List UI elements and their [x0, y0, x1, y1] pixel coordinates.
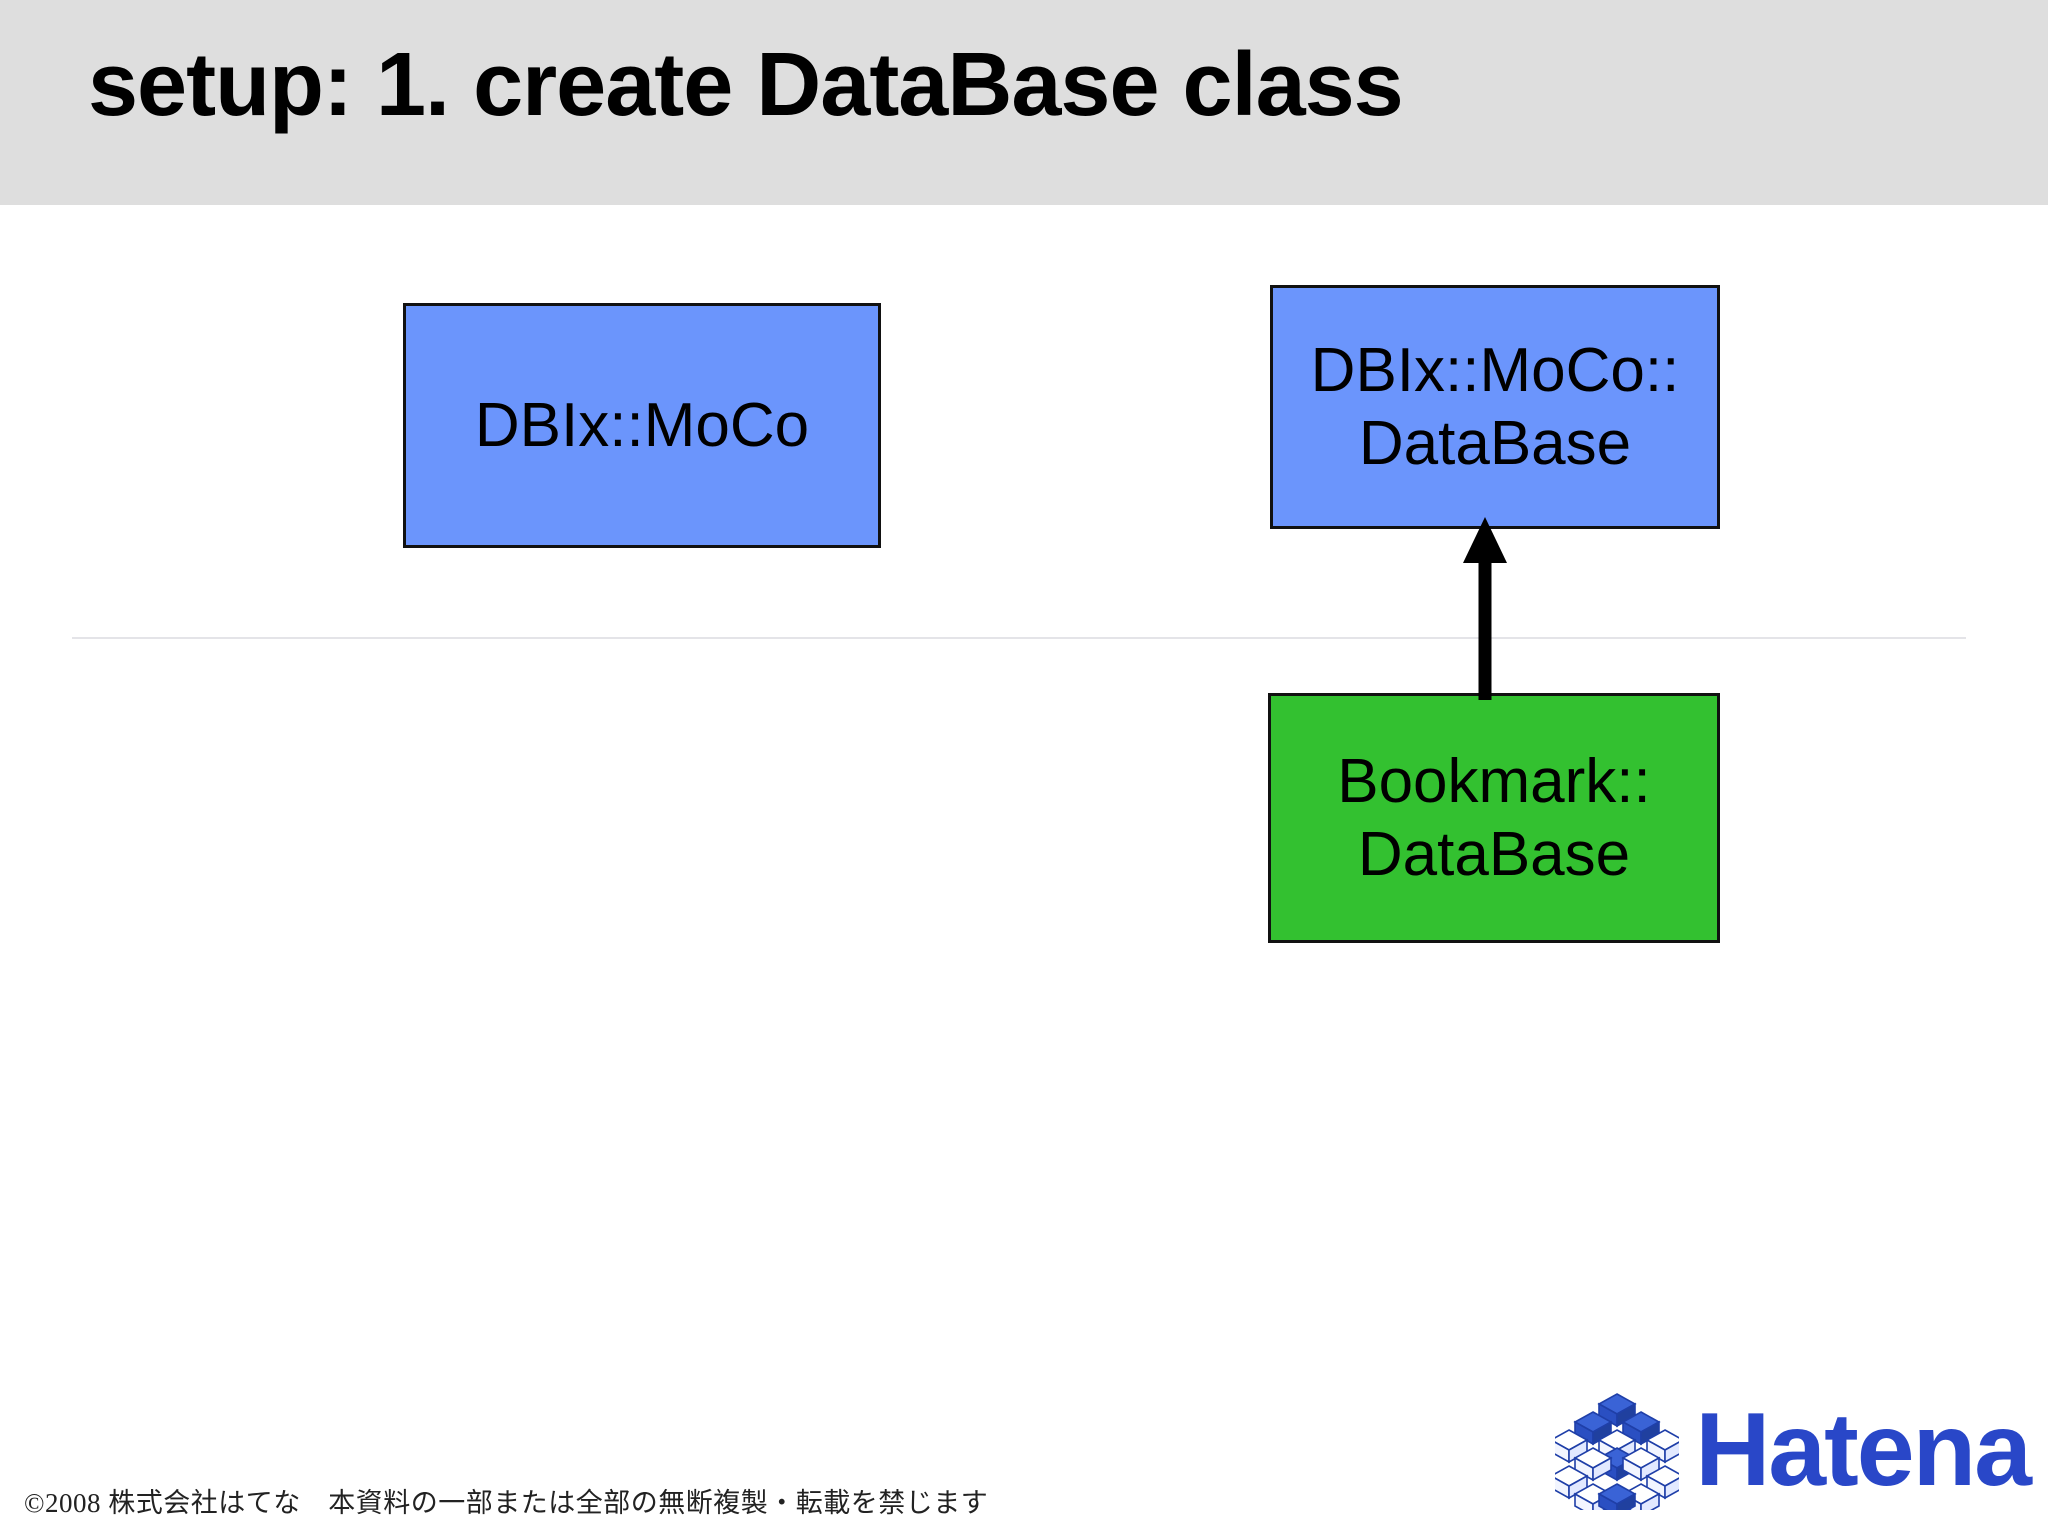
- class-diagram: DBIx::MoCo DBIx::MoCo:: DataBase Bookmar…: [0, 205, 2048, 1395]
- slide-header-band: setup: 1. create DataBase class: [0, 0, 2048, 205]
- hatena-wordmark: Hatena: [1695, 1392, 2032, 1508]
- class-node-label-line-1: DBIx::MoCo::: [1310, 335, 1680, 405]
- class-node-dbix-moco-database[interactable]: DBIx::MoCo:: DataBase: [1270, 285, 1720, 529]
- hatena-logo: Hatena: [1555, 1390, 2032, 1510]
- class-node-label: DBIx::MoCo: [474, 390, 810, 460]
- inheritance-arrow-icon: [1463, 517, 1507, 700]
- class-node-bookmark-database[interactable]: Bookmark:: DataBase: [1268, 693, 1720, 943]
- footer-copyright: ©2008 株式会社はてな 本資料の一部または全部の無断複製・転載を禁じます: [24, 1488, 989, 1518]
- horizontal-divider: [72, 637, 1966, 639]
- page-title: setup: 1. create DataBase class: [88, 35, 1404, 135]
- class-node-label-group: DBIx::MoCo:: DataBase: [1273, 334, 1717, 480]
- class-node-label-line-1: Bookmark::: [1337, 746, 1651, 816]
- class-node-label-line-2: DataBase: [1358, 409, 1632, 478]
- class-node-label-group: Bookmark:: DataBase: [1271, 745, 1717, 891]
- hatena-cube-icon: [1555, 1393, 1680, 1510]
- class-node-label-line-2: DataBase: [1357, 820, 1631, 889]
- class-node-dbix-moco[interactable]: DBIx::MoCo: [403, 303, 881, 548]
